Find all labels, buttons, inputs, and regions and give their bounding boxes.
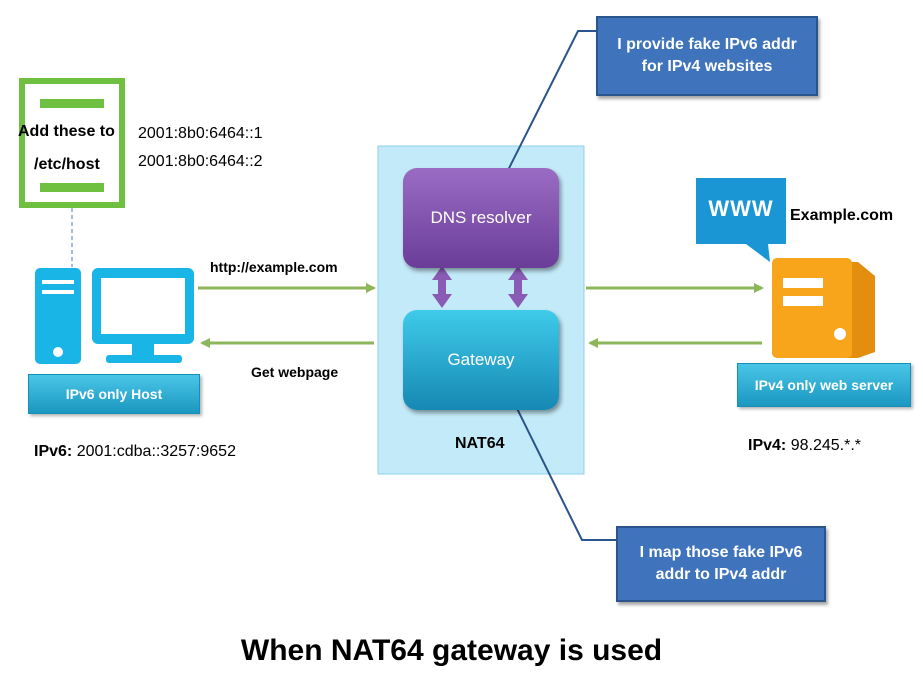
server-ip: IPv4: 98.245.*.* [748, 437, 861, 455]
hosts-note-line1: Add these to [18, 123, 115, 140]
dns-callout-line1: I provide fake IPv6 addr [617, 36, 797, 53]
hosts-note-line2: /etc/host [34, 156, 100, 173]
server-ip-label: IPv4: [748, 437, 787, 454]
server-icon [772, 258, 875, 358]
dns-callout: I provide fake IPv6 addr for IPv4 websit… [596, 16, 818, 96]
computer-icon [35, 268, 194, 364]
response-label: Get webpage [251, 364, 339, 380]
diagram-title: When NAT64 gateway is used [240, 634, 663, 667]
client-label-box: IPv6 only Host [28, 374, 200, 414]
dns-resolver-box: DNS resolver [403, 168, 559, 268]
request-label: http://example.com [210, 259, 338, 275]
gateway-callout: I map those fake IPv6 addr to IPv4 addr [616, 526, 826, 602]
client-ip-value: 2001:cdba::3257:9652 [76, 443, 236, 460]
server-label: IPv4 only web server [754, 377, 894, 393]
www-bubble-icon [696, 178, 786, 262]
server-label-box: IPv4 only web server [737, 363, 911, 407]
server-site-name: Example.com [790, 207, 894, 224]
dns-resolver-label: DNS resolver [430, 208, 532, 227]
gateway-callout-line1: I map those fake IPv6 [639, 544, 803, 561]
dns-gateway-link-right [508, 266, 528, 308]
hosts-addr-1: 2001:8b0:6464::1 [138, 125, 263, 142]
hosts-note-icon [19, 78, 125, 208]
gateway-callout-line2: addr to IPv4 addr [655, 566, 787, 583]
client-ip: IPv6: 2001:cdba::3257:9652 [34, 443, 236, 461]
nat64-label: NAT64 [455, 435, 505, 452]
server-ip-value: 98.245.*.* [790, 437, 861, 454]
client-label: IPv6 only Host [65, 386, 163, 402]
client-ip-label: IPv6: [34, 443, 73, 460]
dns-callout-leader [489, 30, 596, 207]
gateway-label: Gateway [447, 350, 515, 369]
www-badge: WWW [708, 196, 774, 221]
dns-gateway-link-left [432, 266, 452, 308]
dns-callout-line2: for IPv4 websites [641, 58, 773, 75]
gateway-callout-leader [495, 365, 616, 541]
hosts-addr-2: 2001:8b0:6464::2 [138, 153, 263, 170]
gateway-box: Gateway [403, 310, 559, 410]
